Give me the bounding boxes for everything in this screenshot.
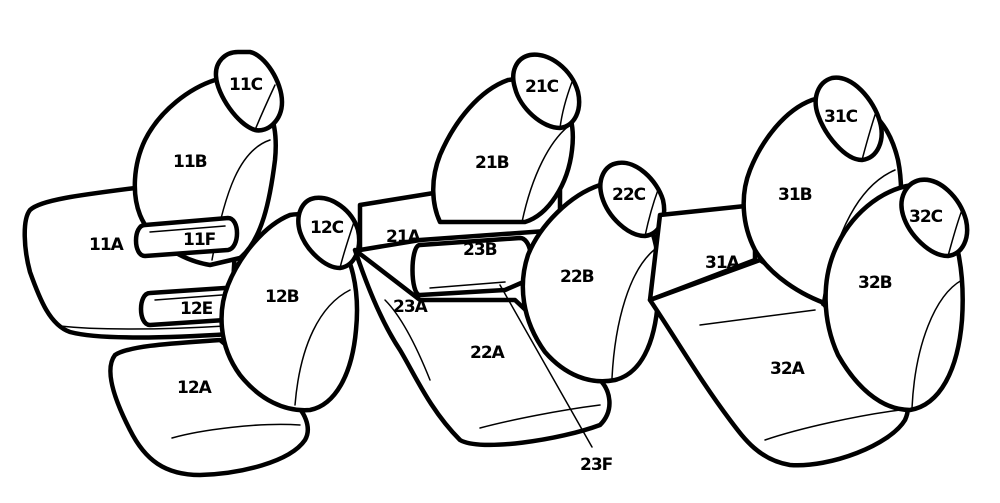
seat-11-armrest-seam (149, 225, 226, 233)
seat-32-headrest-seam (947, 209, 963, 257)
label-12e: 12E (180, 299, 213, 319)
seat-21-backrest-seam (521, 124, 571, 223)
seat-32a-top-seam (699, 309, 816, 326)
seat-11-cushion-seam (59, 325, 226, 330)
label-32b: 32B (858, 273, 892, 293)
label-23b: 23B (463, 240, 497, 260)
label-11c: 11C (229, 75, 263, 95)
label-21a: 21A (386, 227, 422, 247)
label-31a: 31A (705, 253, 741, 273)
seat-23a-seam (384, 299, 431, 381)
label-21c: 21C (525, 77, 559, 97)
seat-12-headrest-seam (339, 221, 355, 269)
seat-31-32-bench (647, 75, 970, 468)
seat-21-headrest-seam (559, 81, 573, 129)
seat-22-headrest-seam (644, 189, 659, 237)
label-32a: 32A (770, 359, 806, 379)
label-22a: 22A (470, 343, 506, 363)
seat-12-backrest-seam (294, 289, 351, 406)
seat-23f-leader-line (499, 284, 593, 448)
seat-11-armrest-e-seam (154, 294, 223, 301)
seat-32a-seam (764, 409, 901, 441)
label-11f: 11F (183, 230, 216, 250)
seat-11-headrest-seam (254, 84, 276, 131)
seat-23a-cushion (352, 247, 612, 448)
label-12b: 12B (265, 287, 299, 307)
label-23a: 23A (393, 297, 429, 317)
label-23f: 23F (580, 455, 613, 475)
seat-22a-seam (479, 404, 601, 429)
seat-23b-armrest-seam (429, 281, 506, 289)
label-12a: 12A (177, 378, 213, 398)
seat-32-backrest-seam (911, 279, 963, 409)
label-31b: 31B (778, 185, 812, 205)
label-11a: 11A (89, 235, 125, 255)
label-31c: 31C (824, 107, 858, 127)
seat-31-headrest-seam (861, 111, 877, 161)
seat-12 (108, 195, 362, 478)
label-22b: 22B (560, 267, 594, 287)
label-12c: 12C (310, 218, 344, 238)
label-32c: 32C (909, 207, 943, 227)
seat-11 (22, 49, 285, 340)
seat-21-23-bench (352, 52, 667, 448)
seat-22-backrest-seam (611, 249, 655, 379)
label-21b: 21B (475, 153, 509, 173)
label-11b: 11B (173, 152, 207, 172)
seat-23b-armrest (410, 235, 534, 298)
label-22c: 22C (612, 185, 646, 205)
seat-12-cushion-seam (171, 423, 301, 439)
